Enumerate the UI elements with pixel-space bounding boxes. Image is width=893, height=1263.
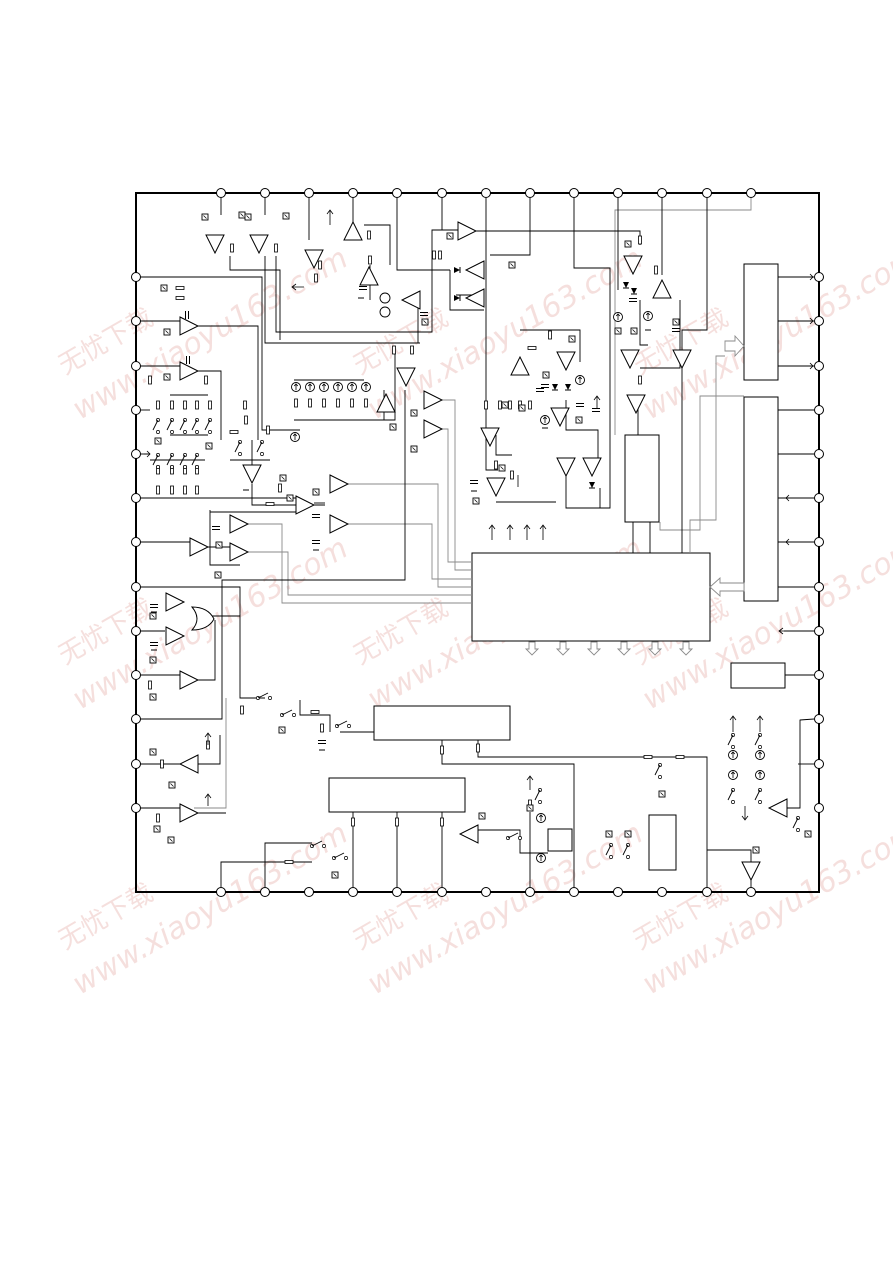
small-block bbox=[547, 828, 573, 852]
buffer-amp bbox=[556, 351, 576, 371]
dsp-logic-block bbox=[471, 552, 711, 642]
buffer-amp bbox=[652, 279, 672, 299]
buffer-amp bbox=[329, 514, 349, 534]
buffer-amp bbox=[329, 474, 349, 494]
buffer-amp bbox=[582, 457, 602, 477]
pins-bottom bbox=[216, 887, 756, 897]
buffer-amp bbox=[229, 542, 249, 562]
or-gate bbox=[190, 606, 215, 631]
buffer-amp bbox=[768, 798, 788, 818]
buffer-amp bbox=[343, 221, 363, 241]
register-block bbox=[624, 434, 660, 523]
functional-blocks bbox=[328, 263, 786, 871]
buffer-amp bbox=[457, 221, 477, 241]
comparator bbox=[165, 592, 185, 612]
buffer-amp bbox=[179, 670, 199, 690]
bus-arrows bbox=[525, 334, 745, 656]
buffer-amp bbox=[189, 537, 209, 557]
control-block-mid bbox=[373, 705, 511, 741]
buffer-amp bbox=[510, 356, 530, 376]
buffer-amp bbox=[465, 260, 485, 280]
buffer-amp bbox=[359, 266, 379, 286]
buffer-amp bbox=[741, 861, 761, 881]
output-block-upper bbox=[743, 263, 779, 381]
buffer-amp bbox=[556, 457, 576, 477]
buffer-amp bbox=[486, 477, 506, 497]
timer-block bbox=[730, 662, 786, 689]
pins-top bbox=[216, 188, 756, 198]
buffer-amp bbox=[242, 464, 262, 484]
buffer-amp bbox=[459, 824, 479, 844]
buffer-amp bbox=[295, 495, 315, 515]
buffer-amp bbox=[229, 514, 249, 534]
transformer-symbol bbox=[379, 292, 391, 318]
control-block-low bbox=[328, 777, 466, 813]
buffer-amp bbox=[249, 234, 269, 254]
buffer-amp bbox=[179, 803, 199, 823]
signal-lines bbox=[194, 198, 752, 809]
buffer-amp bbox=[423, 419, 443, 439]
buffer-amp bbox=[179, 754, 199, 774]
output-block-lower bbox=[743, 396, 779, 602]
buffer-amp bbox=[465, 288, 485, 308]
supply-arrows bbox=[144, 209, 814, 821]
regulator-block bbox=[648, 814, 677, 871]
buffer-amp bbox=[205, 234, 225, 254]
pins-right bbox=[814, 272, 824, 813]
buffer-amp bbox=[401, 290, 421, 310]
